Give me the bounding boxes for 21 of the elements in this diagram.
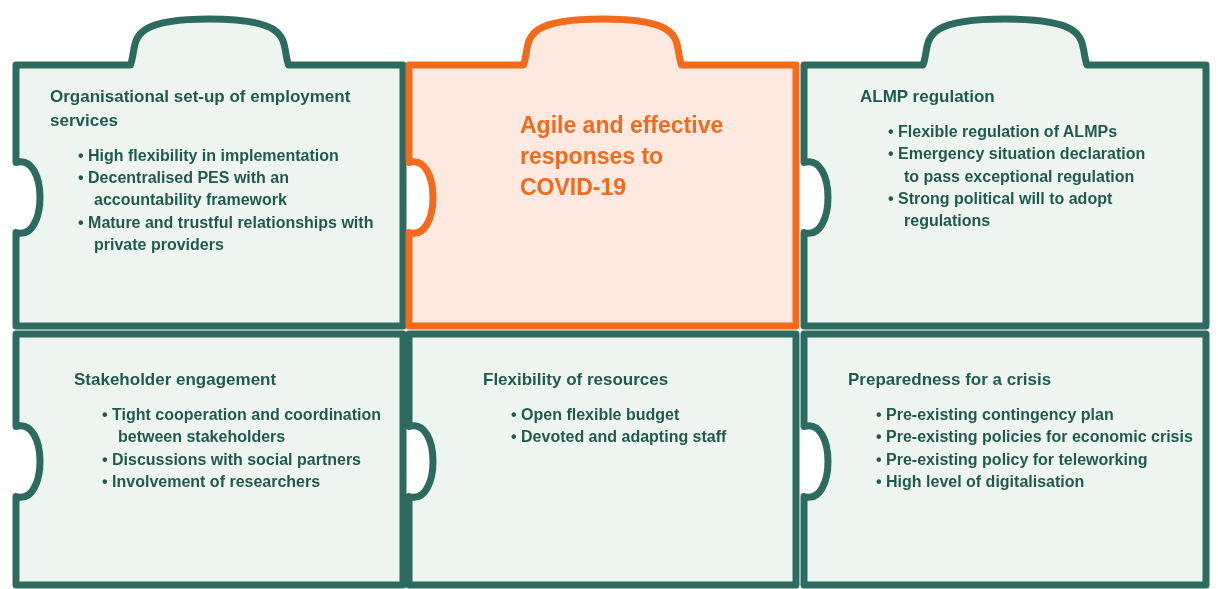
bullet-item: • Pre-existing policy for teleworking: [876, 449, 1149, 470]
bullet-item: • Discussions with social partners: [102, 449, 362, 470]
piece-heading: Stakeholder engagement: [74, 369, 278, 391]
bullet-item: • Strong political will to adopt regulations: [888, 188, 1114, 232]
bullet-item: • Devoted and adapting staff: [511, 427, 728, 448]
bullet-item: • Mature and trustful relationships with private providers: [78, 212, 375, 256]
piece-heading: Organisational set-up of employment services: [50, 86, 352, 132]
bullet-item: • Flexible regulation of ALMPs: [888, 121, 1119, 142]
piece-heading: Agile and effective responses to COVID-19: [520, 111, 725, 203]
piece-heading: ALMP regulation: [860, 86, 996, 108]
bullet-item: • Tight cooperation and coordination between stakeholders: [102, 404, 383, 448]
bullet-item: • Pre-existing policies for economic crisis: [876, 427, 1194, 448]
bullet-item: • High flexibility in implementation: [78, 145, 340, 166]
piece-heading: Preparedness for a crisis: [848, 369, 1053, 391]
bullet-item: • Pre-existing contingency plan: [876, 404, 1115, 425]
bullet-item: • Decentralised PES with an accountability framework: [78, 168, 290, 211]
bullet-item: • Involvement of researchers: [102, 471, 322, 492]
bullet-item: • Emergency situation declaration to pass exceptional regulation: [888, 144, 1147, 187]
bullet-item: • High level of digitalisation: [876, 471, 1086, 492]
piece-heading: Flexibility of resources: [483, 369, 670, 391]
bullet-item: • Open flexible budget: [511, 404, 681, 425]
